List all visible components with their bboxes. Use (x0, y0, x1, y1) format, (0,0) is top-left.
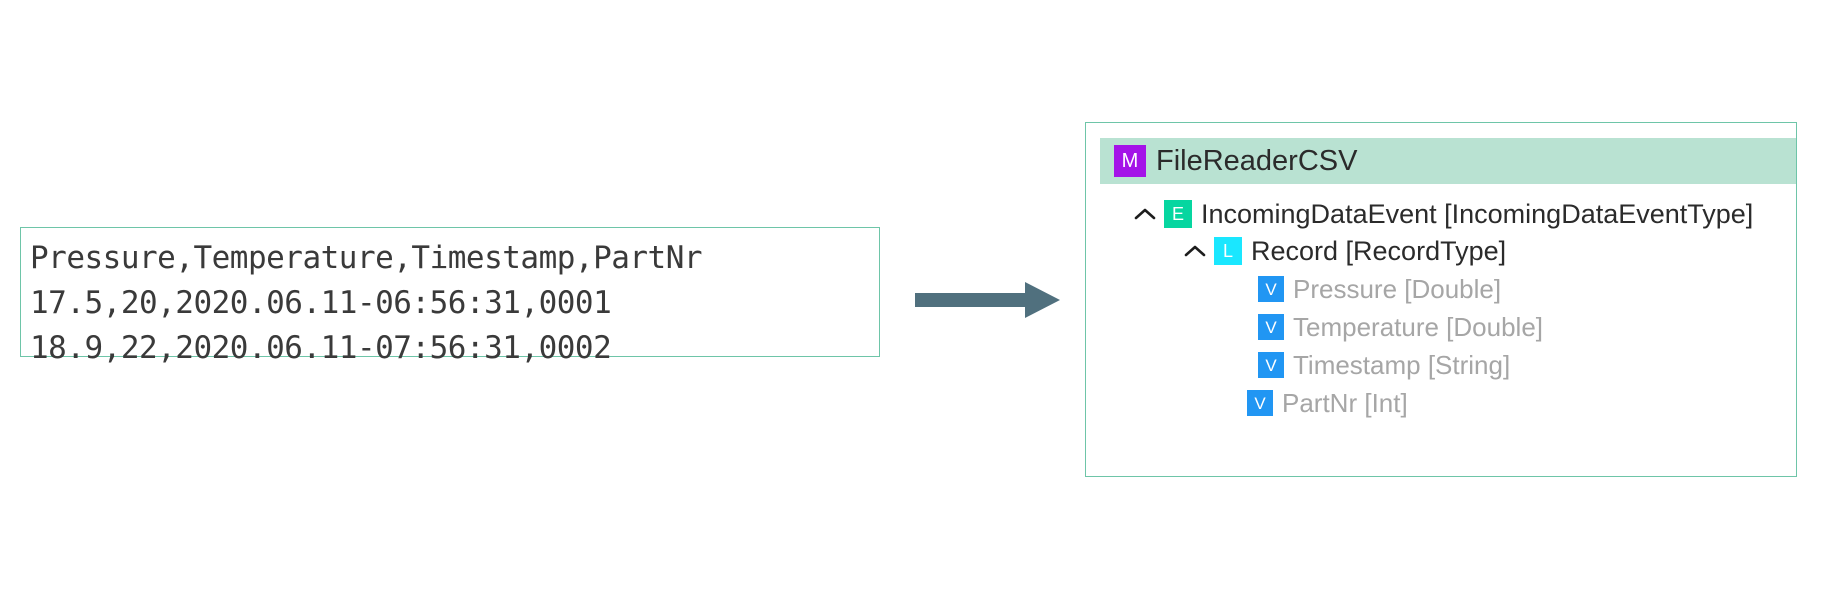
tree-node-incoming-data-event[interactable]: E IncomingDataEvent [IncomingDataEventTy… (1132, 197, 1753, 231)
event-badge-icon: E (1164, 200, 1192, 228)
tree-leaf-label: Pressure [Double] (1293, 273, 1502, 304)
csv-line: 18.9,22,2020.06.11-07:56:31,0002 (30, 330, 612, 366)
variable-badge-icon: V (1258, 352, 1284, 378)
model-tree-panel: M FileReaderCSV E IncomingDataEvent [Inc… (1085, 122, 1797, 477)
chevron-up-icon[interactable] (1182, 238, 1208, 264)
chevron-up-icon[interactable] (1132, 201, 1158, 227)
tree-node-label: IncomingDataEvent [IncomingDataEventType… (1201, 198, 1754, 229)
variable-badge-icon: V (1247, 390, 1273, 416)
tree-leaf-label: Temperature [Double] (1293, 311, 1544, 342)
tree-leaf-timestamp[interactable]: V Timestamp [String] (1258, 348, 1510, 382)
list-badge-icon: L (1214, 237, 1242, 265)
csv-preview-box: Pressure,Temperature,Timestamp,PartNr 17… (20, 227, 880, 366)
tree-node-label: Record [RecordType] (1251, 235, 1507, 266)
csv-line: Pressure,Temperature,Timestamp,PartNr (30, 240, 703, 276)
variable-badge-icon: V (1258, 314, 1284, 340)
tree-leaf-temperature[interactable]: V Temperature [Double] (1258, 310, 1543, 344)
tree-leaf-partnr[interactable]: V PartNr [Int] (1247, 386, 1408, 420)
model-title: FileReaderCSV (1156, 144, 1358, 177)
variable-badge-icon: V (1258, 276, 1284, 302)
flow-arrow-icon (915, 280, 1060, 320)
tree-node-record[interactable]: L Record [RecordType] (1182, 234, 1506, 268)
tree-leaf-label: PartNr [Int] (1282, 387, 1408, 418)
tree-leaf-label: Timestamp [String] (1293, 349, 1511, 380)
csv-line: 17.5,20,2020.06.11-06:56:31,0001 (30, 285, 612, 321)
module-badge-icon: M (1114, 145, 1146, 177)
model-header: M FileReaderCSV (1100, 138, 1796, 184)
tree-leaf-pressure[interactable]: V Pressure [Double] (1258, 272, 1501, 306)
